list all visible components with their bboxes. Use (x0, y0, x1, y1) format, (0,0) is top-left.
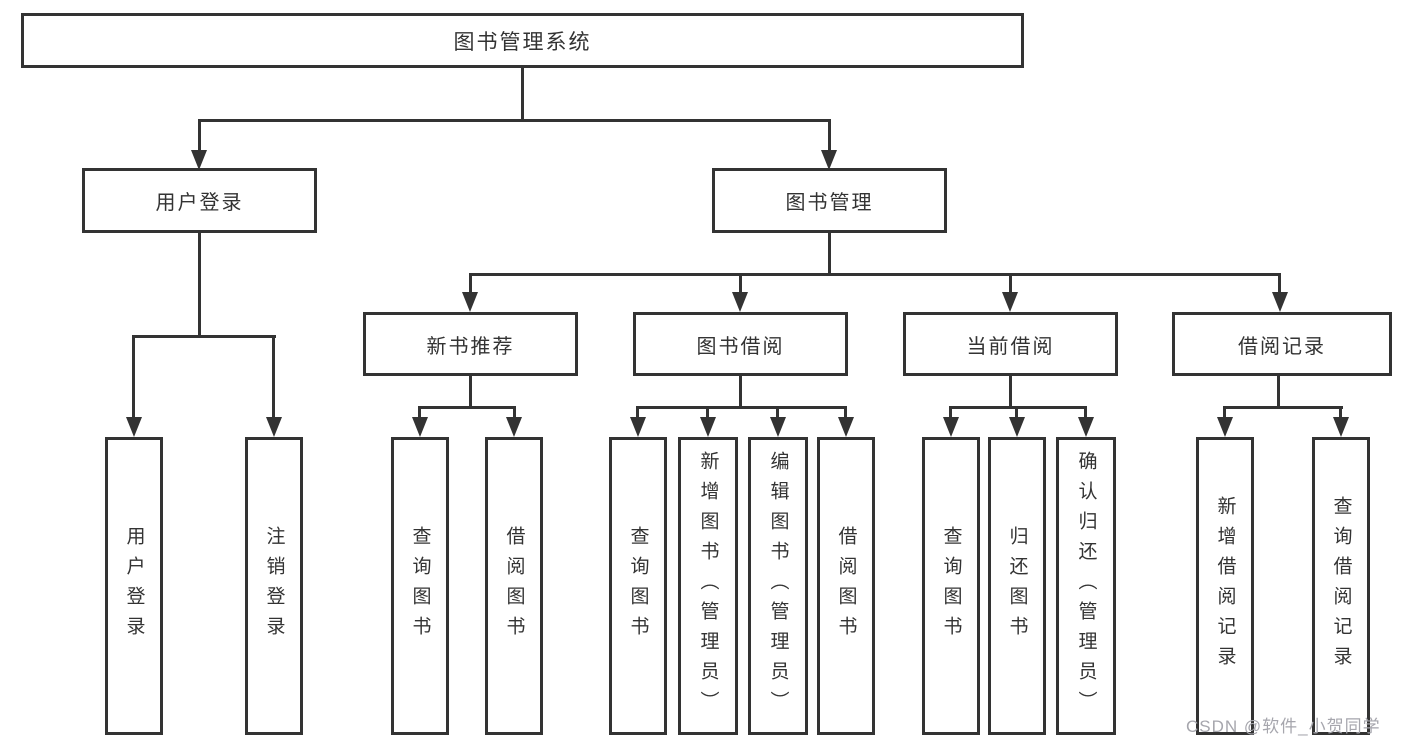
node-borrowing-records-label: 借阅记录 (1238, 335, 1326, 358)
leaf-user-login-label: 用户登录 (123, 526, 145, 646)
leaf-return-books: 归还图书 (988, 437, 1046, 735)
connector-line (636, 406, 847, 409)
connector-line (739, 273, 742, 294)
connector-line (469, 376, 472, 406)
connector-arrowhead (126, 417, 142, 437)
connector-arrowhead (1002, 292, 1018, 312)
connector-arrowhead (1009, 417, 1025, 437)
leaf-edit-books-admin-label: 编辑图书（管理员） (767, 451, 789, 721)
connector-line (1084, 406, 1087, 419)
node-new-book-recommend: 新书推荐 (363, 312, 578, 376)
connector-arrowhead (1078, 417, 1094, 437)
connector-line (521, 68, 524, 119)
leaf-borrow-books: 借阅图书 (817, 437, 875, 735)
leaf-newbook-query-books-label: 查询图书 (409, 526, 431, 646)
connector-line (198, 119, 201, 152)
leaf-borrow-query-books: 查询图书 (609, 437, 667, 735)
leaf-user-login: 用户登录 (105, 437, 163, 735)
connector-arrowhead (732, 292, 748, 312)
connector-line (949, 406, 1087, 409)
connector-line (132, 335, 135, 420)
connector-line (1223, 406, 1226, 419)
connector-line (1339, 406, 1342, 419)
connector-line (739, 376, 742, 406)
connector-arrowhead (1217, 417, 1233, 437)
leaf-query-borrow-record-label: 查询借阅记录 (1330, 496, 1352, 676)
connector-line (776, 406, 779, 419)
connector-line (132, 335, 276, 338)
connector-line (1009, 273, 1012, 294)
connector-line (469, 273, 472, 294)
connector-arrowhead (266, 417, 282, 437)
connector-line (949, 406, 952, 419)
node-book-borrowing: 图书借阅 (633, 312, 848, 376)
csdn-watermark: CSDN @软件_小贺同学 (1186, 717, 1381, 736)
leaf-current-query-books-label: 查询图书 (940, 526, 962, 646)
leaf-return-books-label: 归还图书 (1006, 526, 1028, 646)
leaf-borrow-query-books-label: 查询图书 (627, 526, 649, 646)
leaf-add-books-admin: 新增图书（管理员） (678, 437, 738, 735)
connector-line (1223, 406, 1343, 409)
connector-line (1277, 376, 1280, 406)
node-book-management-label: 图书管理 (785, 192, 874, 214)
connector-line (513, 406, 516, 419)
connector-line (828, 233, 831, 273)
node-current-borrowing: 当前借阅 (903, 312, 1118, 376)
leaf-edit-books-admin: 编辑图书（管理员） (748, 437, 808, 735)
leaf-add-borrow-record-label: 新增借阅记录 (1214, 496, 1236, 676)
connector-arrowhead (191, 150, 207, 170)
node-book-borrowing-label: 图书借阅 (696, 335, 785, 358)
connector-line (418, 406, 421, 419)
leaf-newbook-borrow-books-label: 借阅图书 (503, 526, 525, 646)
connector-arrowhead (1272, 292, 1288, 312)
connector-line (469, 273, 1281, 276)
node-current-borrowing-label: 当前借阅 (966, 335, 1055, 358)
connector-arrowhead (821, 150, 837, 170)
leaf-borrow-books-label: 借阅图书 (835, 526, 857, 646)
node-library-system: 图书管理系统 (21, 13, 1024, 68)
connector-line (844, 406, 847, 419)
leaf-confirm-return-admin: 确认归还（管理员） (1056, 437, 1116, 735)
leaf-current-query-books: 查询图书 (922, 437, 980, 735)
connector-line (1009, 376, 1012, 406)
node-new-book-recommend-label: 新书推荐 (426, 335, 515, 358)
leaf-newbook-query-books: 查询图书 (391, 437, 449, 735)
connector-arrowhead (838, 417, 854, 437)
leaf-add-books-admin-label: 新增图书（管理员） (697, 451, 719, 721)
leaf-add-borrow-record: 新增借阅记录 (1196, 437, 1254, 735)
connector-arrowhead (770, 417, 786, 437)
connector-arrowhead (462, 292, 478, 312)
connector-arrowhead (412, 417, 428, 437)
connector-line (706, 406, 709, 419)
node-user-login: 用户登录 (82, 168, 317, 233)
connector-line (272, 335, 275, 420)
connector-arrowhead (1333, 417, 1349, 437)
connector-line (1015, 406, 1018, 419)
connector-line (828, 119, 831, 152)
connector-line (418, 406, 516, 409)
node-borrowing-records: 借阅记录 (1172, 312, 1392, 376)
node-book-management: 图书管理 (712, 168, 947, 233)
leaf-confirm-return-admin-label: 确认归还（管理员） (1075, 451, 1097, 721)
connector-arrowhead (700, 417, 716, 437)
node-library-system-label: 图书管理系统 (453, 30, 592, 54)
connector-line (636, 406, 639, 419)
connector-arrowhead (506, 417, 522, 437)
leaf-logout: 注销登录 (245, 437, 303, 735)
leaf-query-borrow-record: 查询借阅记录 (1312, 437, 1370, 735)
node-user-login-label: 用户登录 (155, 192, 244, 214)
connector-line (198, 233, 201, 335)
connector-arrowhead (630, 417, 646, 437)
leaf-newbook-borrow-books: 借阅图书 (485, 437, 543, 735)
connector-line (1278, 273, 1281, 294)
connector-line (198, 119, 831, 122)
leaf-logout-label: 注销登录 (263, 526, 285, 646)
connector-arrowhead (943, 417, 959, 437)
